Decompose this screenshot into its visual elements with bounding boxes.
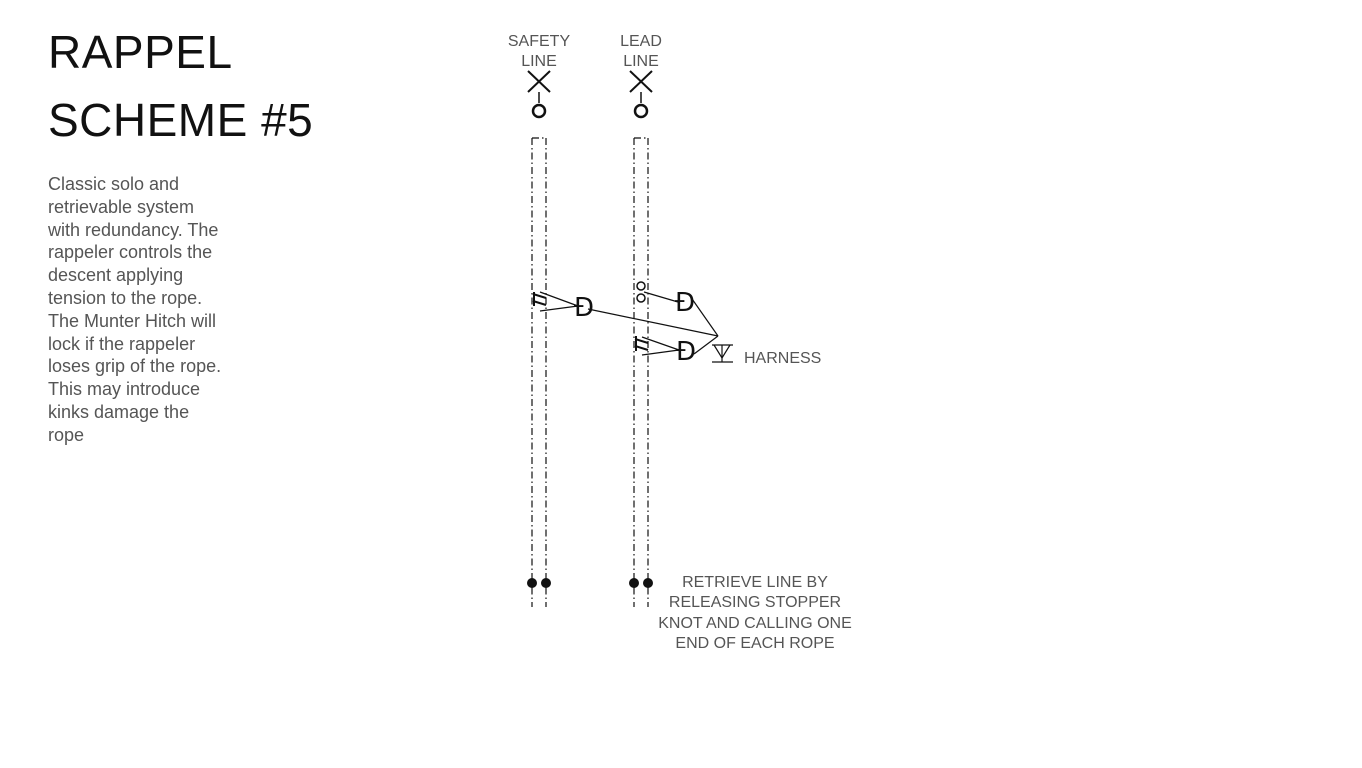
safety-ring-icon xyxy=(531,103,547,119)
safety-device-link xyxy=(539,291,579,312)
description-text: Classic solo and retrievable system with… xyxy=(48,174,222,445)
retrieve-note-line-2: RELEASING STOPPER xyxy=(669,594,841,611)
title-line-2: SCHEME #5 xyxy=(48,94,314,146)
safety-descender-device-icon: Đ xyxy=(574,293,594,323)
lead-rope-pair xyxy=(633,137,649,607)
lead-line-label-2: LINE xyxy=(623,53,659,70)
lead-descender-device-icon: Đ xyxy=(675,288,695,318)
retrieve-note-line-4: END OF EACH ROPE xyxy=(675,635,834,652)
safety-line-label-2: LINE xyxy=(521,53,557,70)
lead-knot-link xyxy=(643,291,679,303)
retrieve-note-line-3: KNOT AND CALLING ONE xyxy=(658,615,852,632)
page-title: RAPPEL SCHEME #5 xyxy=(48,18,313,154)
lead-line-label-1: LEAD xyxy=(620,33,662,50)
retrieve-note-line-1: RETRIEVE LINE BY xyxy=(682,574,828,591)
stopper-knot-icon xyxy=(527,578,653,588)
lower-device-link xyxy=(641,336,680,356)
lower-descender-device-icon: Đ xyxy=(676,337,696,367)
harness-icon xyxy=(712,344,733,363)
safety-rope-pair xyxy=(531,137,547,607)
munter-hitch-icon xyxy=(532,292,547,306)
lead-ring-icon xyxy=(633,103,649,119)
harness-label: HARNESS xyxy=(744,350,821,367)
figure-eight-knot-icon xyxy=(636,281,646,303)
lead-anchor-x-icon xyxy=(629,70,653,93)
title-line-1: RAPPEL xyxy=(48,26,233,78)
munter-hitch-lower-icon xyxy=(634,336,649,351)
safety-anchor-x-icon xyxy=(527,70,551,93)
harness-connections xyxy=(587,295,719,355)
safety-line-label-1: SAFETY xyxy=(508,33,571,50)
